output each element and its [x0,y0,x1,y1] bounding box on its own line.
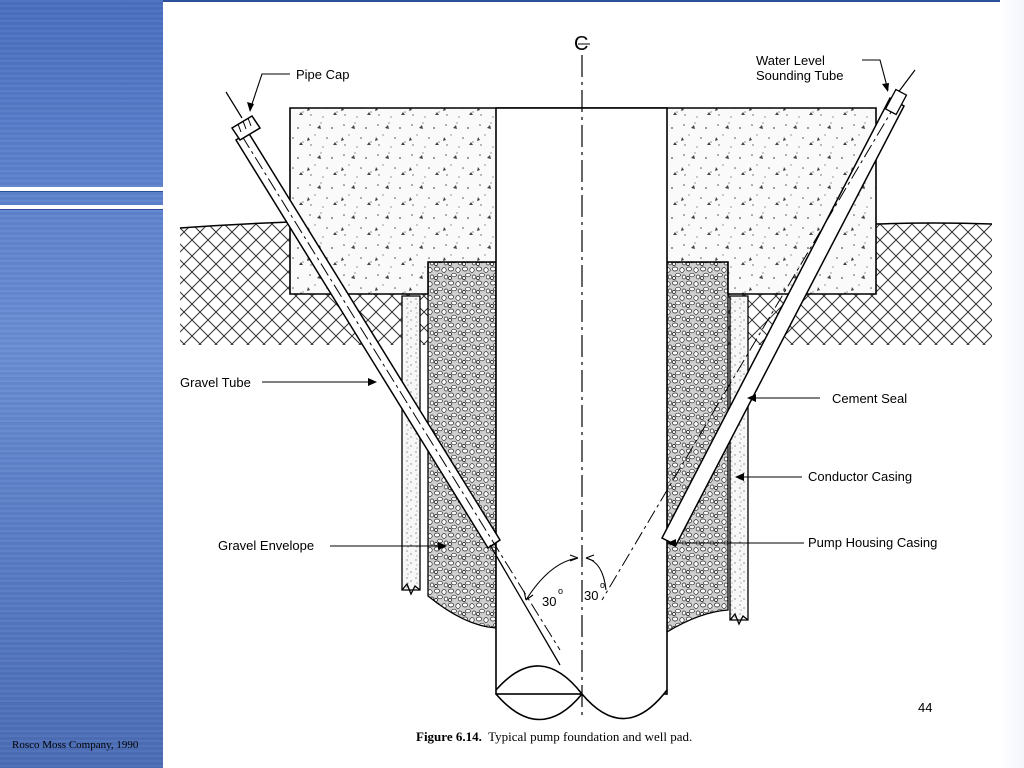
label-water-level-line1: Water Level [756,53,825,68]
leader-lines [249,59,889,547]
angle-right-unit: o [600,580,605,590]
figure-caption-text: Typical pump foundation and well pad. [488,729,693,744]
label-gravel-envelope: Gravel Envelope [218,538,314,553]
soil-left [180,222,290,345]
casing-break-right [729,612,749,626]
label-pipe-cap: Pipe Cap [296,67,349,82]
right-border [1000,0,1024,768]
water-level-sounding-tube [601,69,916,601]
angle-arc-left [525,557,579,601]
label-conductor-casing: Conductor Casing [808,469,912,484]
label-cement-seal: Cement Seal [832,391,907,406]
label-gravel-tube: Gravel Tube [180,375,251,390]
cement-seal-right [729,295,749,621]
soil-right [876,223,992,345]
label-pump-housing-casing: Pump Housing Casing [808,535,937,550]
figure-caption: Figure 6.14. Typical pump foundation and… [416,729,692,745]
sidebar-rule-upper [0,187,163,191]
figure-number: Figure 6.14. [416,729,482,744]
casing-break-left [401,582,421,596]
leader-arrowheads [247,83,889,550]
pipe-cap [225,91,262,142]
label-water-level-line2: Sounding Tube [756,68,843,83]
pump-foundation-diagram: C 30 o 30 o Pipe Cap Water Level Soundin… [179,33,993,721]
source-credit: Rosco Moss Company, 1990 [12,739,139,751]
angle-right-value: 30 [584,588,598,603]
angle-left-unit: o [558,586,563,596]
gravel-envelope-right [666,261,729,634]
slide-sidebar [0,0,163,768]
page-number: 44 [918,700,933,715]
top-border [163,0,1024,2]
sidebar-rule-lower [0,205,163,209]
angle-left-value: 30 [542,594,556,609]
